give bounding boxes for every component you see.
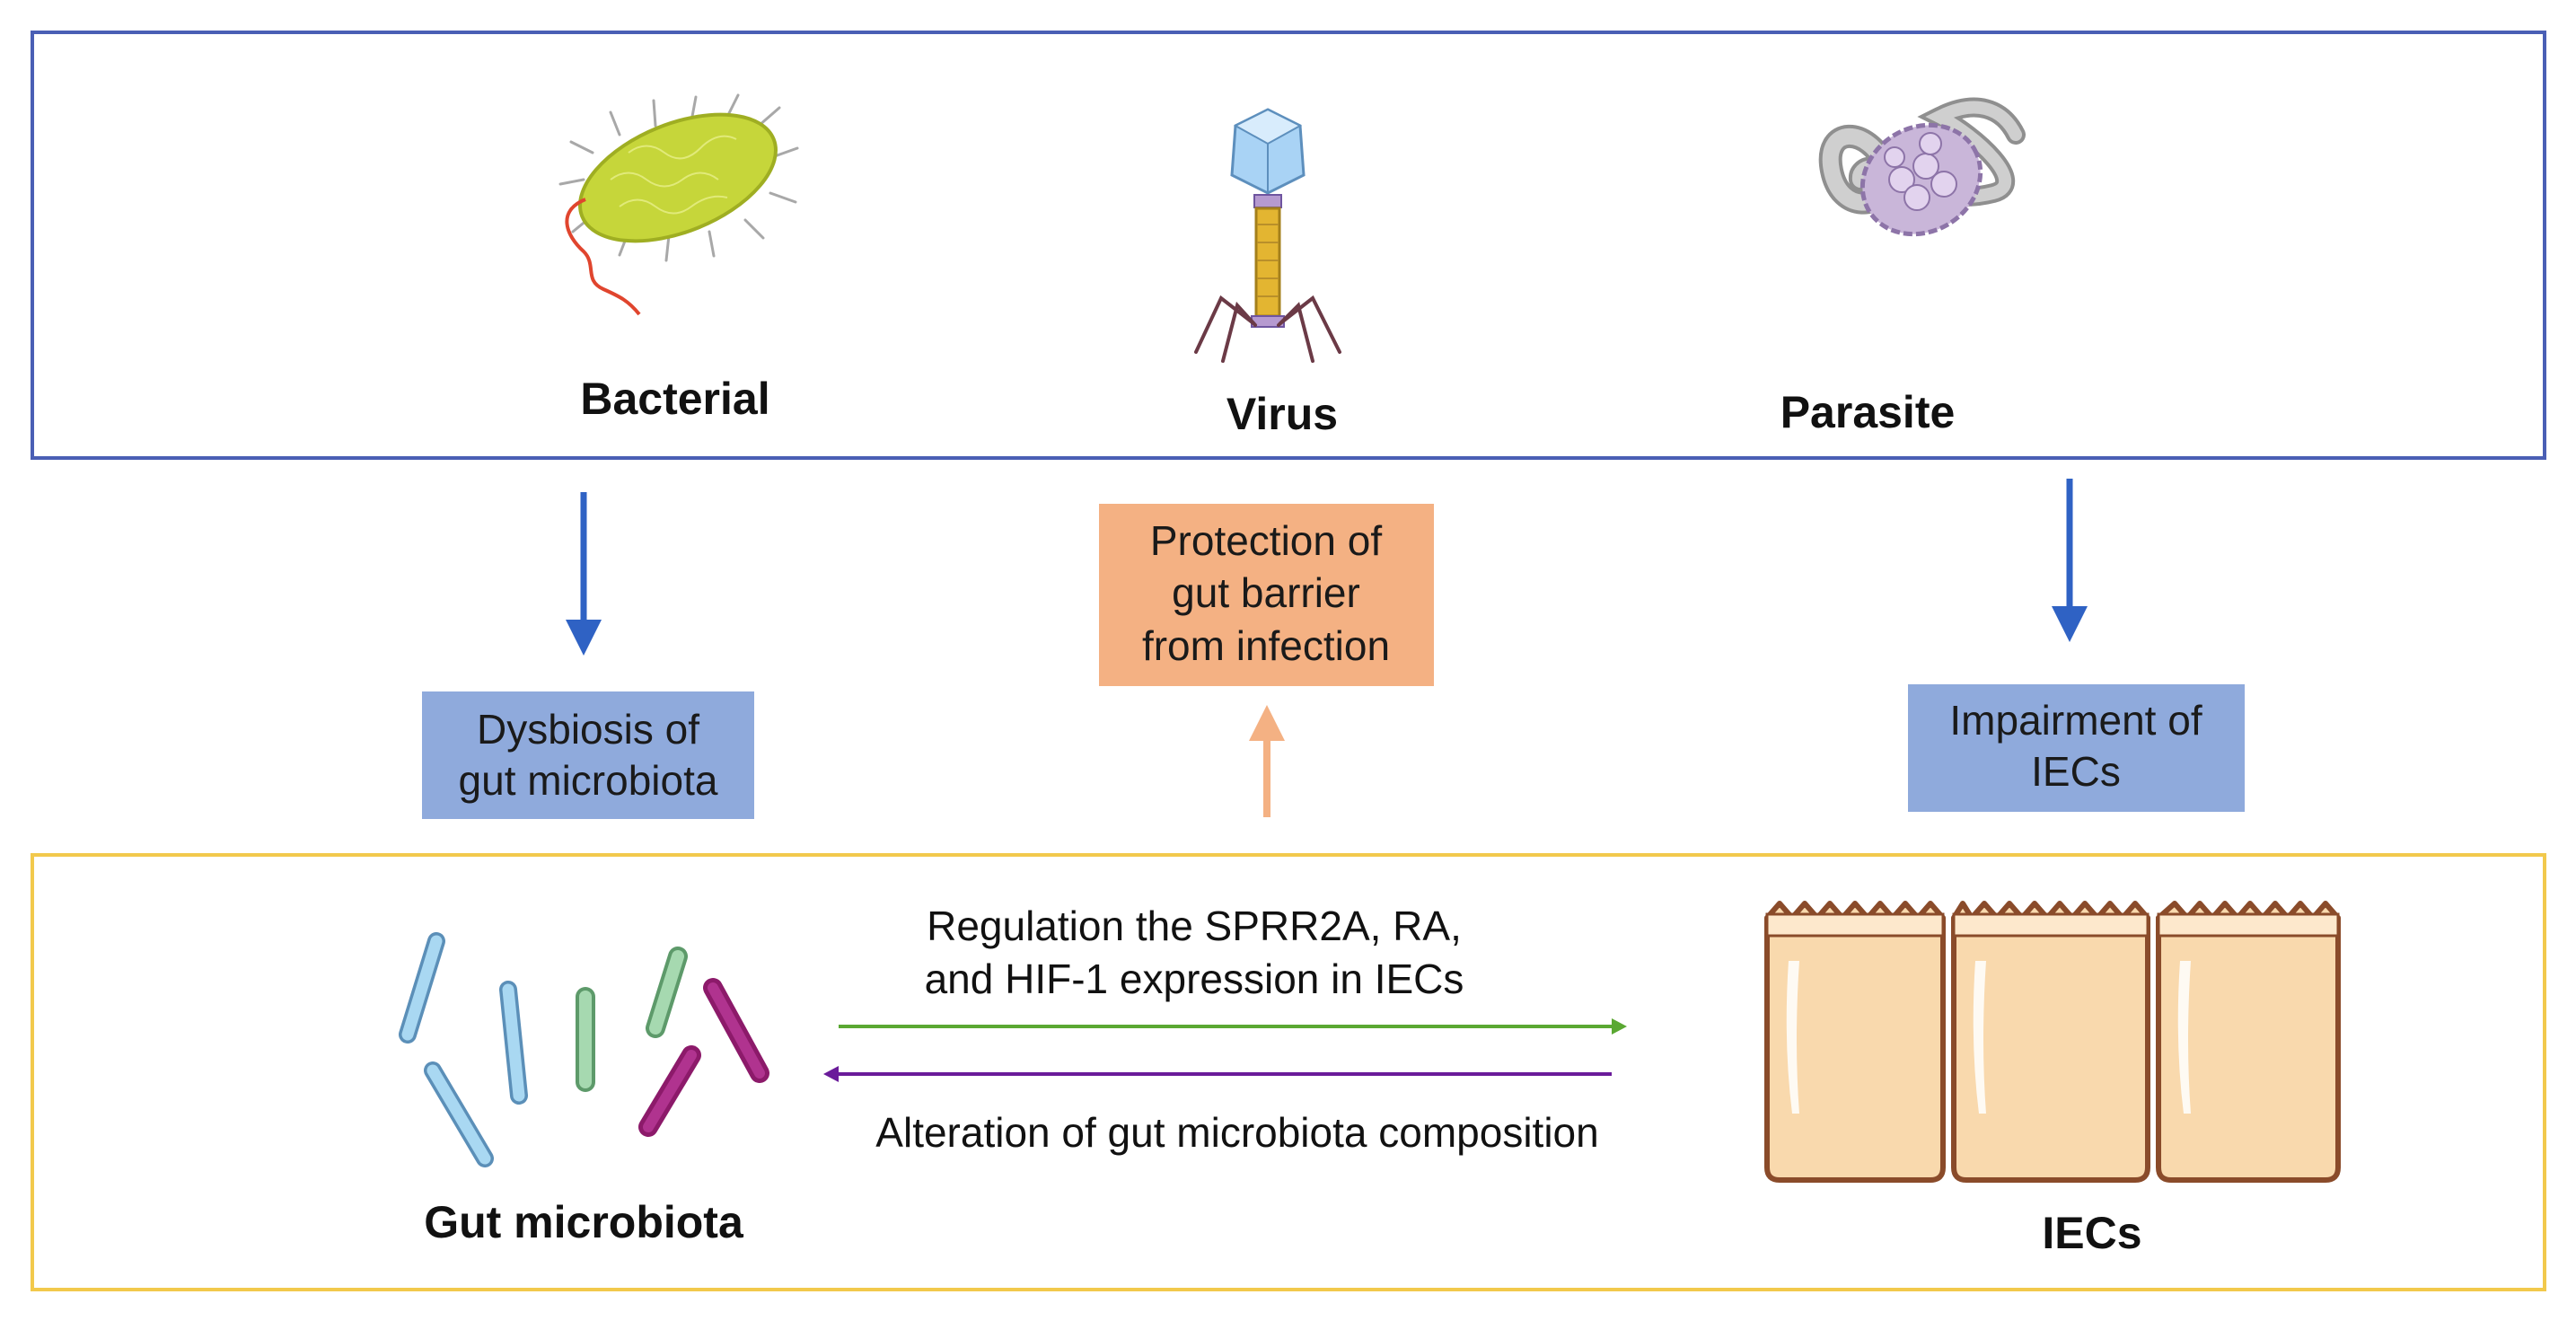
impairment-line-1: Impairment of	[1949, 697, 2202, 744]
label-virus: Virus	[1226, 389, 1338, 439]
arrow-iecs-to-microbiota	[823, 1066, 1612, 1082]
protection-line-1: Protection of	[1150, 517, 1382, 564]
label-gut-microbiota: Gut microbiota	[424, 1197, 744, 1247]
impairment-box: Impairment of IECs	[1908, 684, 2245, 812]
arrow-bacterial-to-dysbiosis	[566, 492, 602, 656]
bacterium-icon	[558, 93, 799, 316]
dysbiosis-line-1: Dysbiosis of	[477, 706, 699, 753]
label-parasite: Parasite	[1780, 387, 1956, 437]
arrow-microbiota-to-iecs	[839, 1018, 1627, 1035]
parasite-icon	[1818, 97, 2026, 237]
pathogens-frame	[31, 31, 2546, 460]
backward-arrow-label: Alteration of gut microbiota composition	[875, 1109, 1598, 1156]
arrow-parasite-to-impairment	[2052, 479, 2088, 642]
arrow-microbiota-to-protection	[1249, 705, 1285, 817]
protection-line-2: gut barrier	[1172, 569, 1360, 616]
protection-line-3: from infection	[1142, 622, 1390, 669]
forward-arrow-label-line-1: Regulation the SPRR2A, RA,	[927, 903, 1462, 949]
label-iecs: IECs	[2042, 1208, 2141, 1258]
gut-microbiota-icon	[399, 932, 769, 1167]
iecs-icon	[1764, 901, 2341, 1183]
virus-icon	[1194, 108, 1341, 363]
dysbiosis-line-2: gut microbiota	[459, 757, 718, 804]
dysbiosis-box: Dysbiosis of gut microbiota	[422, 691, 754, 819]
impairment-line-2: IECs	[2031, 748, 2121, 795]
label-bacterial: Bacterial	[580, 374, 769, 424]
protection-box: Protection of gut barrier from infection	[1099, 504, 1434, 686]
interaction-frame	[31, 853, 2546, 1291]
forward-arrow-label-line-2: and HIF-1 expression in IECs	[925, 956, 1464, 1002]
